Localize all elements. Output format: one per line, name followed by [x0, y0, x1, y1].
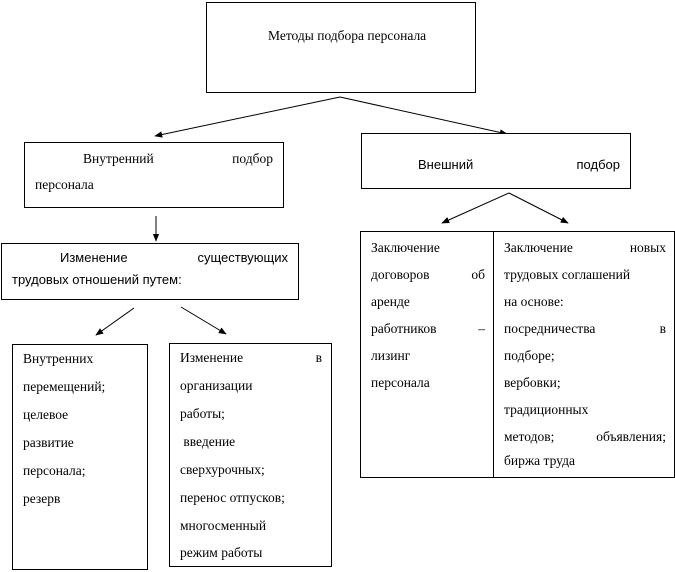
org-line-5: сверхурочных; — [180, 462, 265, 477]
internal-line-1: Внутренний подбор — [83, 146, 273, 172]
moves-line-1: Внутренних — [23, 351, 94, 366]
moves-line-2: перемещений; — [23, 379, 106, 394]
leasing-word-2: об — [471, 267, 485, 282]
internal-word-2: подбор — [232, 151, 273, 166]
leasing-line-5: лизинг — [371, 348, 411, 363]
moves-line-6: резерв — [23, 491, 61, 506]
change-word-1: Изменение — [60, 250, 128, 265]
internal-word-1: Внутренний — [83, 151, 154, 166]
arrow-external-to-leasing — [441, 192, 510, 224]
agreements-word-3: посредничества — [504, 321, 596, 336]
agreements-line-7: традиционных — [504, 402, 589, 417]
agreements-word-5: методов; — [504, 429, 555, 444]
internal-moves-box: Внутренних перемещений; целевое развитие… — [12, 344, 148, 570]
leasing-line-6: персонала — [371, 375, 430, 390]
arrow-external-to-agreements — [508, 192, 569, 224]
change-line-1: Изменение существующих — [60, 245, 288, 271]
root-label: Методы подбора персонала — [268, 28, 427, 43]
agreements-line-1: Заключение новых — [504, 235, 666, 261]
agreements-word-4: в — [659, 321, 666, 336]
org-word-2: в — [315, 350, 322, 365]
org-change-box: Изменение в организации работы; введение… — [169, 343, 332, 567]
change-word-2: существующих — [197, 250, 288, 265]
leasing-line-2: договоров об — [371, 262, 485, 288]
org-line-7: многосменный — [180, 518, 267, 533]
leasing-word-1: договоров — [371, 267, 430, 282]
org-line-6: перенос отпусков; — [180, 490, 285, 505]
agreements-line-8: методов; объявления; — [504, 424, 666, 450]
root-box: Методы подбора персонала — [206, 2, 476, 93]
external-word-2: подбор — [576, 157, 620, 172]
leasing-line-4: работников – — [371, 316, 485, 342]
org-line-2: организации — [180, 378, 253, 393]
external-recruitment-box: Внешний подбор — [361, 133, 631, 189]
agreements-word-2: новых — [629, 240, 666, 255]
agreements-word-1: Заключение — [504, 240, 573, 255]
internal-line-2: персонала — [35, 177, 94, 192]
leasing-line-3: аренде — [371, 294, 410, 309]
table-divider — [493, 232, 494, 477]
arrow-change-to-org — [180, 306, 227, 335]
external-line: Внешний подбор — [418, 152, 620, 178]
org-line-1: Изменение в — [180, 345, 322, 371]
moves-line-4: развитие — [23, 435, 74, 450]
moves-line-3: целевое — [23, 407, 69, 422]
external-word-1: Внешний — [418, 157, 474, 172]
arrow-root-to-internal — [154, 96, 341, 138]
agreements-word-6: объявления; — [596, 429, 666, 444]
external-methods-table: Заключение договоров об аренде работнико… — [360, 231, 675, 478]
org-line-8: режим работы — [180, 545, 263, 560]
leasing-word-3: работников — [371, 321, 437, 336]
agreements-line-6: вербовки; — [504, 375, 561, 390]
org-line-3: работы; — [180, 406, 225, 421]
agreements-line-4: посредничества в — [504, 316, 666, 342]
agreements-line-2: трудовых соглашений — [504, 267, 631, 282]
agreements-line-9: биржа труда — [504, 453, 575, 468]
change-relations-box: Изменение существующих трудовых отношени… — [1, 243, 299, 300]
org-line-4: введение — [180, 434, 236, 449]
moves-line-5: персонала; — [23, 463, 86, 478]
arrow-change-to-moves — [95, 307, 135, 336]
internal-recruitment-box: Внутренний подбор персонала — [24, 142, 284, 208]
agreements-line-3: на основе: — [504, 294, 564, 309]
arrow-root-to-external — [339, 96, 508, 136]
change-line-2: трудовых отношений путем: — [12, 272, 182, 287]
org-word-1: Изменение — [180, 350, 244, 365]
leasing-line-1: Заключение — [371, 240, 440, 255]
agreements-line-5: подборе; — [504, 348, 555, 363]
leasing-word-4: – — [478, 321, 485, 336]
